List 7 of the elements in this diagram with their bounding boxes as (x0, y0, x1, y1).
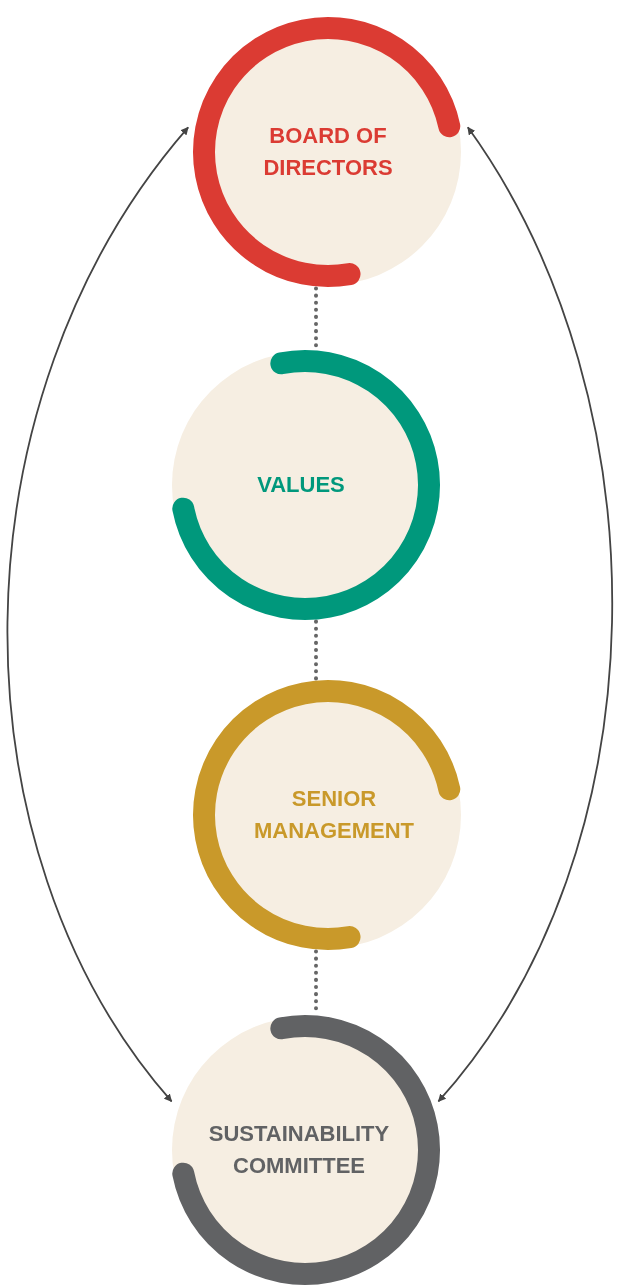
node-label: VALUES (256, 471, 346, 500)
dotted-connector (314, 619, 318, 681)
node-label: SENIOR MANAGEMENT (252, 785, 416, 845)
node-label: SUSTAINABILITY COMMITTEE (207, 1120, 391, 1180)
curved-arrow (437, 126, 613, 1103)
node-label: BOARD OF DIRECTORS (262, 122, 394, 182)
curved-arrow (6, 126, 190, 1103)
